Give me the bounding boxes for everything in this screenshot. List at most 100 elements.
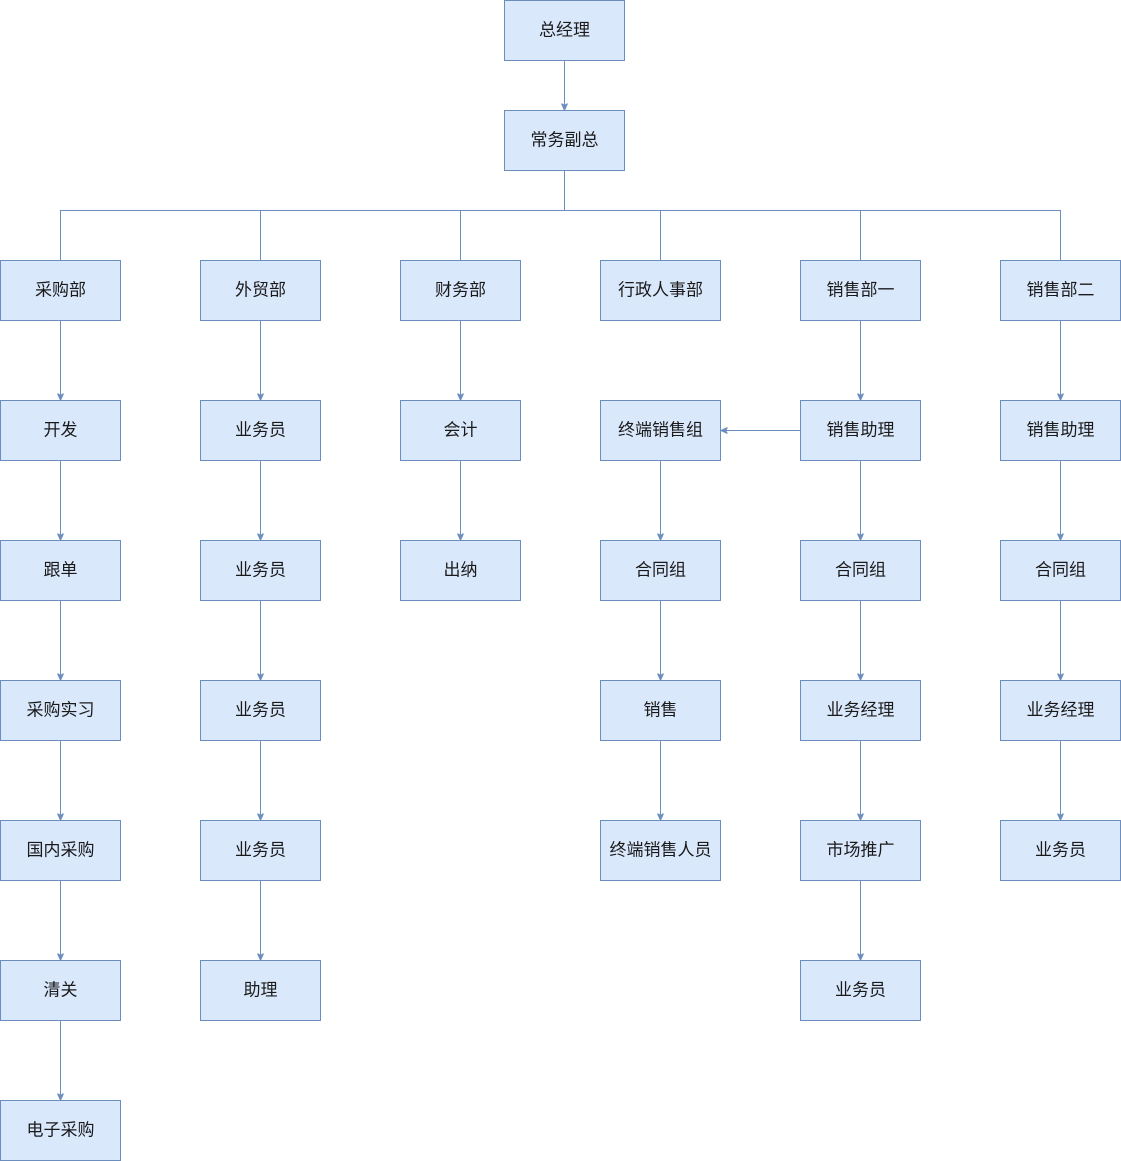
node-label: 合同组 xyxy=(1035,561,1086,581)
node-box xyxy=(0,540,121,601)
org-node-sales2-4: 业务员 xyxy=(1000,820,1121,881)
org-node-trade: 外贸部 xyxy=(200,260,321,321)
node-label: 销售部二 xyxy=(1027,281,1095,301)
node-label: 电子采购 xyxy=(27,1121,95,1141)
node-label: 采购实习 xyxy=(27,701,95,721)
node-label: 销售助理 xyxy=(827,421,895,441)
org-node-trade-1: 业务员 xyxy=(200,400,321,461)
node-box xyxy=(0,680,121,741)
org-node-sales2-1: 销售助理 xyxy=(1000,400,1121,461)
node-label: 助理 xyxy=(244,981,278,1001)
org-node-sales2: 销售部二 xyxy=(1000,260,1121,321)
org-node-purch-1: 开发 xyxy=(0,400,121,461)
node-box xyxy=(200,400,321,461)
node-label: 常务副总 xyxy=(531,131,599,151)
edges-layer xyxy=(60,60,1061,1101)
org-node-sales1-4: 市场推广 xyxy=(800,820,921,881)
node-label: 总经理 xyxy=(539,21,590,41)
node-box xyxy=(0,960,121,1021)
node-box xyxy=(504,0,625,61)
node-label: 业务员 xyxy=(835,981,886,1001)
node-label: 合同组 xyxy=(835,561,886,581)
node-label: 终端销售组 xyxy=(618,421,703,441)
org-node-sales1-5: 业务员 xyxy=(800,960,921,1021)
edge-deputy-to-purch xyxy=(60,170,565,261)
node-label: 会计 xyxy=(444,421,478,441)
node-box xyxy=(600,540,721,601)
org-node-sales2-3: 业务经理 xyxy=(1000,680,1121,741)
node-label: 跟单 xyxy=(44,561,78,581)
node-label: 业务经理 xyxy=(827,701,895,721)
node-box xyxy=(1000,820,1121,881)
org-node-sales2-2: 合同组 xyxy=(1000,540,1121,601)
node-label: 国内采购 xyxy=(27,841,95,861)
org-node-admin: 行政人事部 xyxy=(600,260,721,321)
node-box xyxy=(600,400,721,461)
node-box xyxy=(800,680,921,741)
org-node-deputy: 常务副总 xyxy=(504,110,625,171)
node-box xyxy=(1000,680,1121,741)
node-label: 业务员 xyxy=(235,561,286,581)
node-box xyxy=(600,260,721,321)
node-label: 销售助理 xyxy=(1027,421,1095,441)
node-box xyxy=(0,260,121,321)
org-node-term-1: 合同组 xyxy=(600,540,721,601)
node-box xyxy=(200,680,321,741)
org-node-gm: 总经理 xyxy=(504,0,625,61)
node-box xyxy=(200,260,321,321)
edge-deputy-to-sales2 xyxy=(564,170,1061,261)
node-box xyxy=(400,540,521,601)
edge-deputy-to-sales1 xyxy=(564,170,861,261)
node-box xyxy=(600,820,721,881)
node-box xyxy=(200,960,321,1021)
node-box xyxy=(800,820,921,881)
node-box xyxy=(400,260,521,321)
node-box xyxy=(800,960,921,1021)
node-label: 出纳 xyxy=(444,561,478,581)
node-label: 财务部 xyxy=(435,281,486,301)
node-box xyxy=(1000,400,1121,461)
node-label: 业务员 xyxy=(1035,841,1086,861)
node-label: 行政人事部 xyxy=(618,281,703,301)
node-label: 业务员 xyxy=(235,421,286,441)
node-label: 业务经理 xyxy=(1027,701,1095,721)
node-box xyxy=(1000,260,1121,321)
node-label: 清关 xyxy=(44,981,78,1001)
org-node-sales1-2: 合同组 xyxy=(800,540,921,601)
node-label: 销售部一 xyxy=(827,281,895,301)
org-node-purch-5: 清关 xyxy=(0,960,121,1021)
node-box xyxy=(600,680,721,741)
node-label: 终端销售人员 xyxy=(610,841,712,861)
org-node-trade-4: 业务员 xyxy=(200,820,321,881)
org-node-purch-3: 采购实习 xyxy=(0,680,121,741)
node-label: 业务员 xyxy=(235,841,286,861)
node-box xyxy=(0,820,121,881)
edge-deputy-to-admin xyxy=(564,170,661,261)
org-node-fin-2: 出纳 xyxy=(400,540,521,601)
node-box xyxy=(400,400,521,461)
node-label: 采购部 xyxy=(35,281,86,301)
org-node-trade-2: 业务员 xyxy=(200,540,321,601)
org-node-trade-3: 业务员 xyxy=(200,680,321,741)
org-node-trade-5: 助理 xyxy=(200,960,321,1021)
node-box xyxy=(200,540,321,601)
org-node-sales1-3: 业务经理 xyxy=(800,680,921,741)
node-box xyxy=(0,1100,121,1161)
org-node-term-3: 终端销售人员 xyxy=(600,820,721,881)
node-box xyxy=(0,400,121,461)
node-box xyxy=(800,540,921,601)
org-node-term: 终端销售组 xyxy=(600,400,721,461)
node-label: 合同组 xyxy=(635,561,686,581)
edge-deputy-to-fin xyxy=(460,170,565,261)
node-box xyxy=(504,110,625,171)
org-node-purch-4: 国内采购 xyxy=(0,820,121,881)
edge-deputy-to-trade xyxy=(260,170,565,261)
org-node-fin: 财务部 xyxy=(400,260,521,321)
node-label: 市场推广 xyxy=(827,841,895,861)
node-box xyxy=(200,820,321,881)
node-label: 外贸部 xyxy=(235,281,286,301)
node-label: 业务员 xyxy=(235,701,286,721)
node-box xyxy=(800,260,921,321)
org-node-sales1-1: 销售助理 xyxy=(800,400,921,461)
